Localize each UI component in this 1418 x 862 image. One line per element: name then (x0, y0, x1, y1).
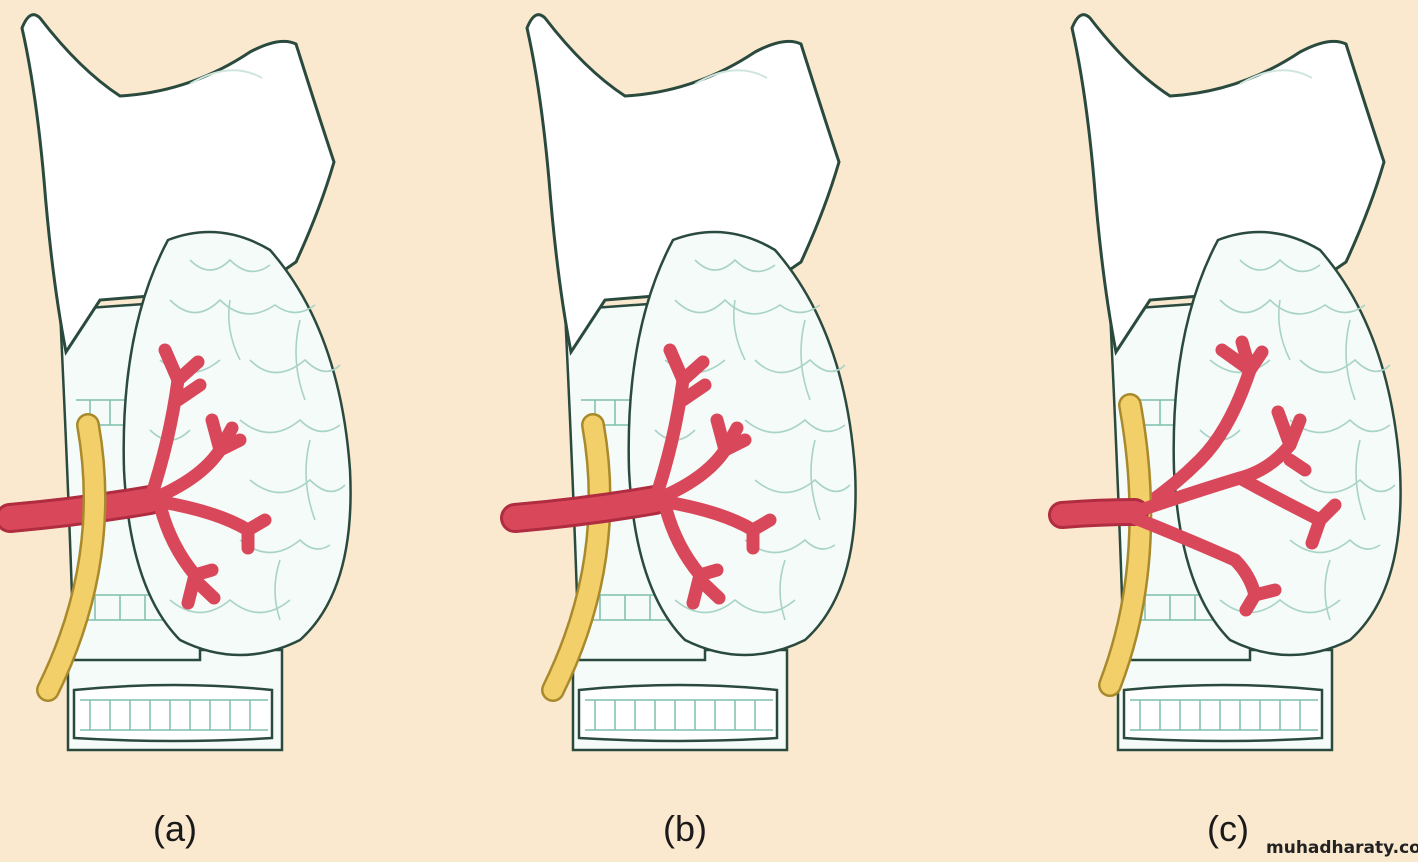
panel-label-c: (c) (1207, 808, 1249, 849)
panel-b (515, 13, 858, 752)
panel-a (10, 13, 353, 752)
panel-label-b: (b) (663, 808, 707, 849)
panel-c (1048, 13, 1403, 752)
watermark: muhadharaty.com (1266, 838, 1418, 858)
panel-label-a: (a) (153, 808, 197, 849)
